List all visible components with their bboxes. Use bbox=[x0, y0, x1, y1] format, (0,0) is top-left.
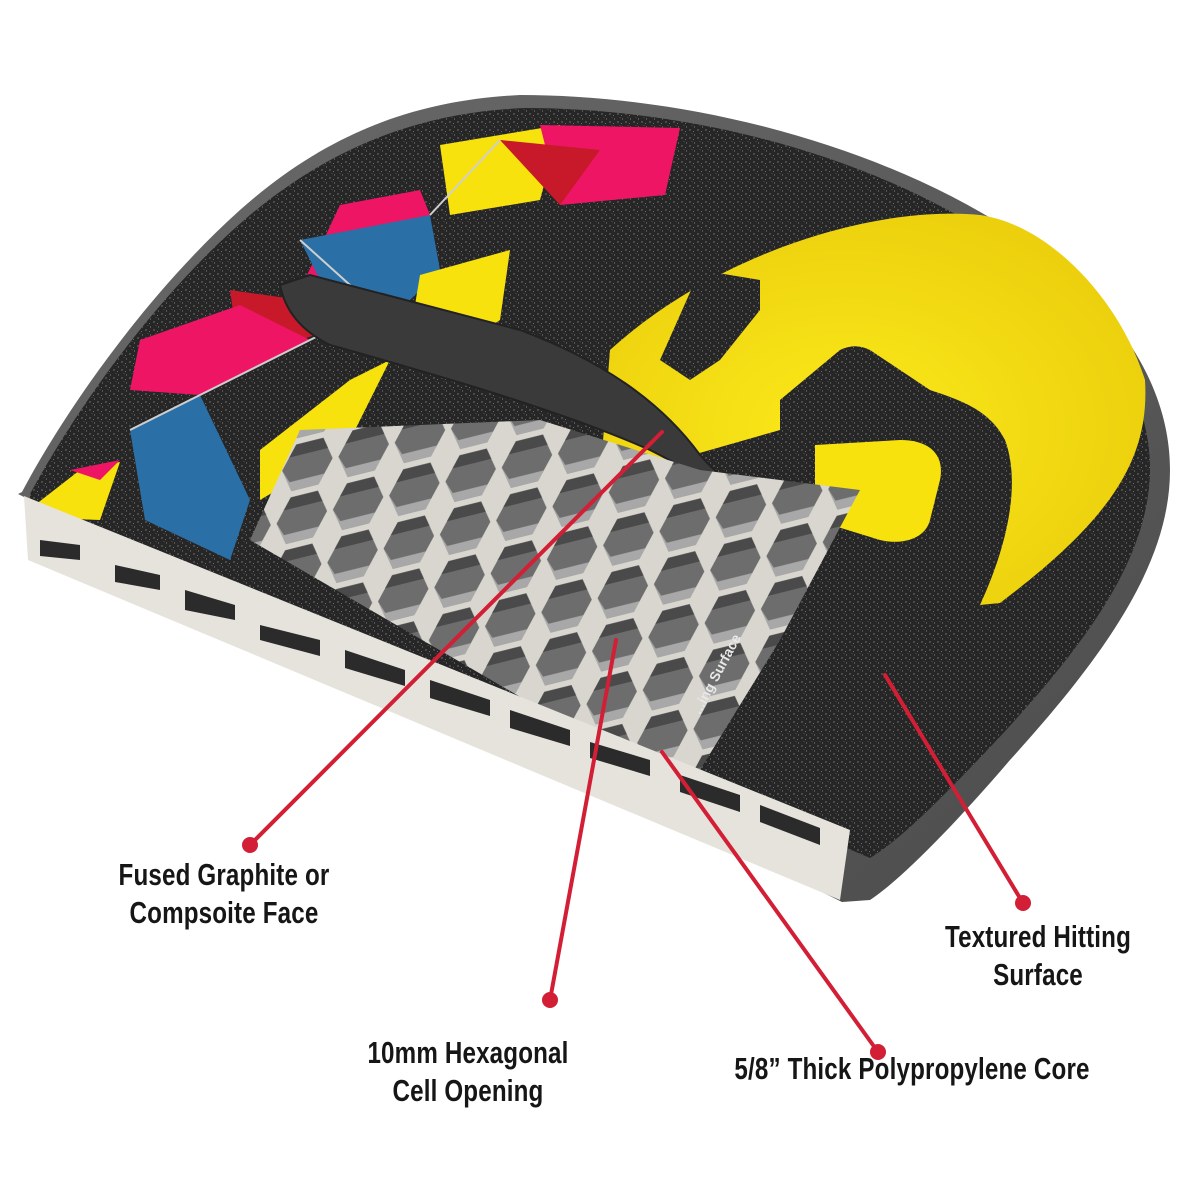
callout-label-face-line1: Fused Graphite or bbox=[118, 857, 330, 892]
callout-line-surface bbox=[883, 673, 1025, 905]
callout-dots bbox=[242, 837, 1031, 1060]
callout-label-face-line2: Compsoite Face bbox=[129, 895, 319, 930]
callout-label-cell-line1: 10mm Hexagonal bbox=[367, 1035, 569, 1070]
callout-dot-core bbox=[870, 1044, 886, 1060]
callout-label-cell-line2: Cell Opening bbox=[392, 1073, 544, 1108]
callout-dot-face bbox=[242, 837, 258, 853]
honeycomb-core bbox=[250, 420, 860, 770]
callout-line-face bbox=[248, 430, 664, 847]
callout-dot-cell bbox=[542, 992, 558, 1008]
callout-label-surface-line1: Textured Hitting bbox=[944, 919, 1132, 954]
logo-yellow-inner bbox=[815, 440, 941, 542]
callout-line-cell bbox=[548, 638, 618, 1002]
callout-label-core: 5/8” Thick Polypropylene Core bbox=[709, 1050, 1115, 1088]
callout-label-surface: Textured Hitting Surface bbox=[913, 918, 1163, 994]
callout-label-face: Fused Graphite or Compsoite Face bbox=[99, 856, 349, 932]
callout-dot-surface bbox=[1015, 895, 1031, 911]
callout-lines bbox=[248, 430, 1025, 1054]
core-side-ribs bbox=[40, 540, 820, 845]
callout-label-core-line1: 5/8” Thick Polypropylene Core bbox=[734, 1051, 1090, 1086]
logo-cutout bbox=[660, 270, 760, 380]
callout-line-core bbox=[660, 750, 880, 1054]
callout-label-surface-line2: Surface bbox=[993, 957, 1083, 992]
callout-label-cell: 10mm Hexagonal Cell Opening bbox=[343, 1034, 593, 1110]
